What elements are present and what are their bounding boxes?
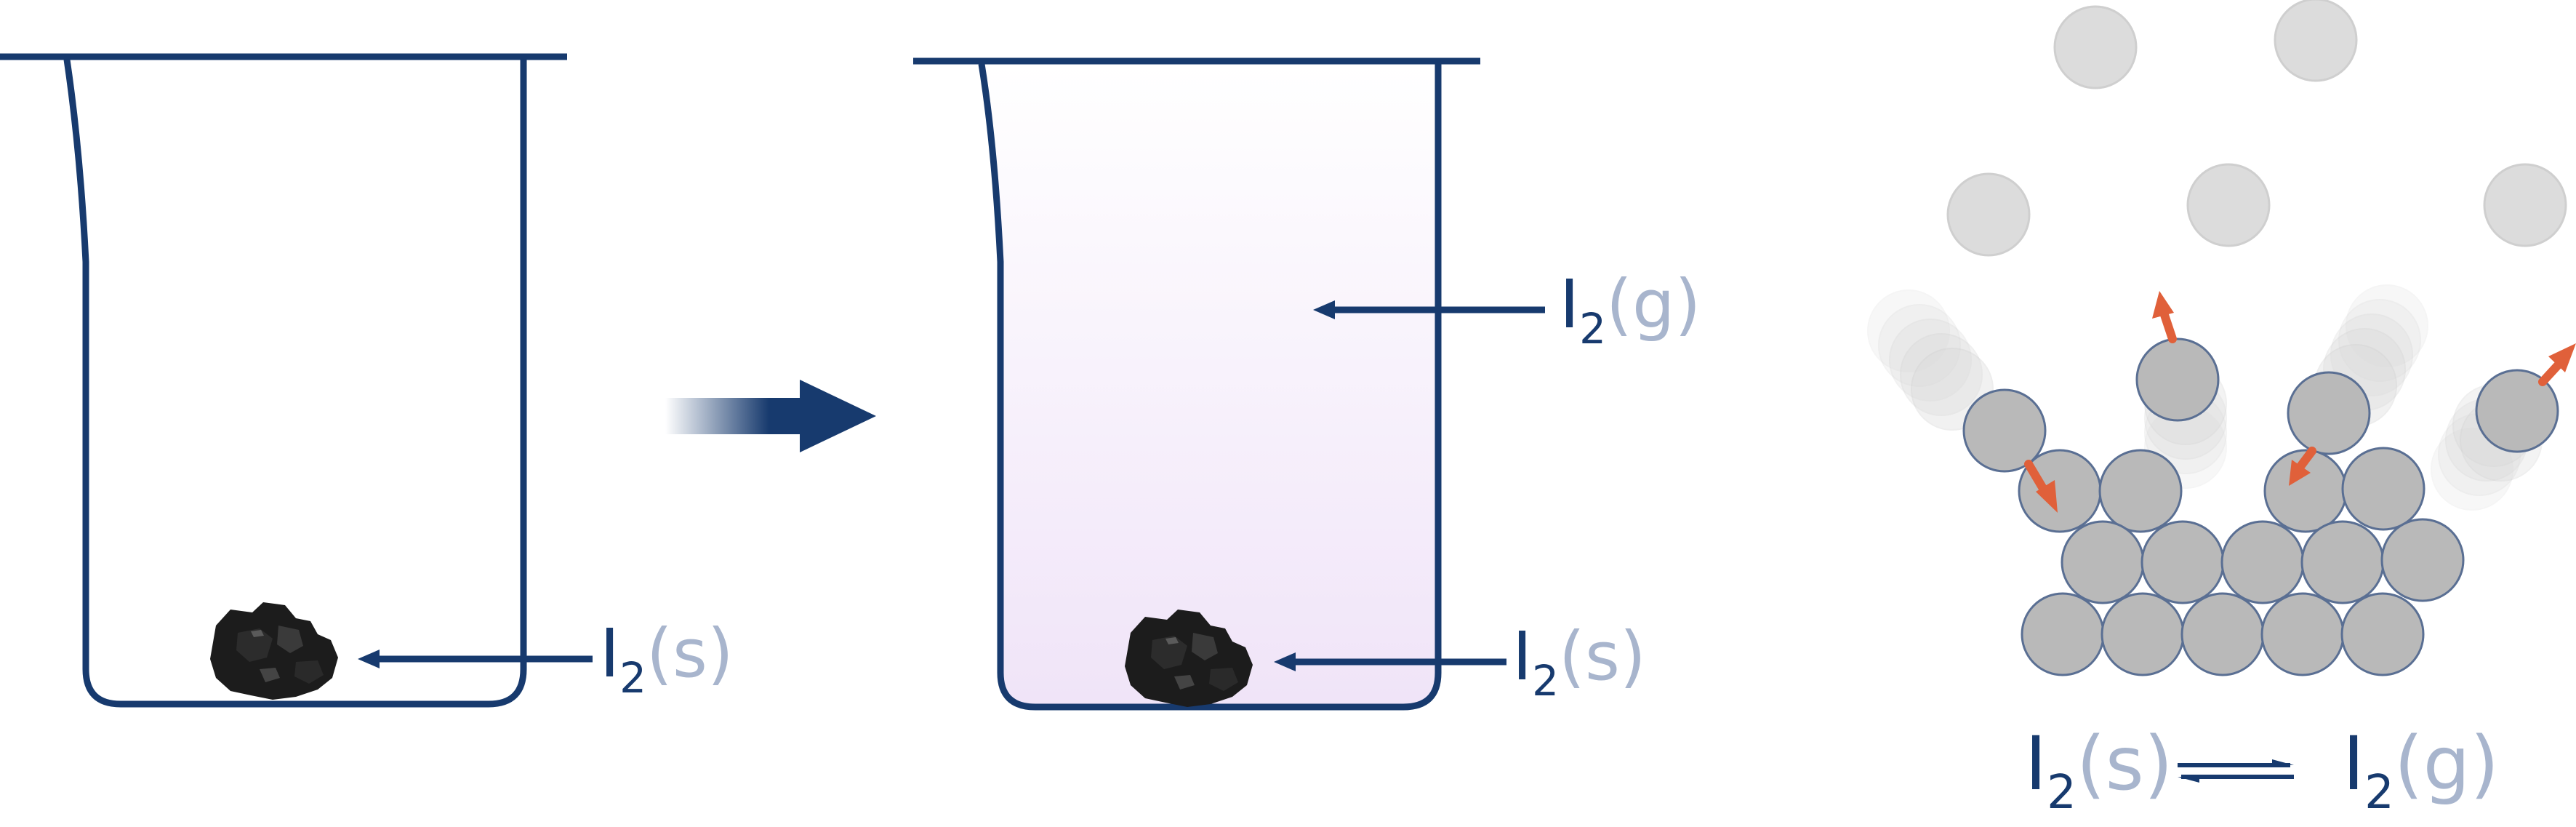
lattice-particle [2220, 520, 2305, 604]
moving-particle [2135, 337, 2220, 422]
vapor-particle [2483, 163, 2567, 247]
solid-label-after: I2(s) [1512, 618, 1646, 706]
pointer-arrow-head [1313, 300, 1335, 319]
lattice-particle [2341, 447, 2425, 531]
moving-particle [2287, 371, 2371, 455]
lattice-particle [2100, 592, 2185, 676]
lattice-particle [2098, 449, 2183, 533]
beaker-body [63, 59, 527, 708]
solid-label-before: I2(s) [600, 615, 734, 703]
motion-arrow-icon [2024, 291, 2576, 513]
equilibrium-left: I2(s) [2025, 721, 2173, 820]
moving-particle [1962, 388, 2047, 473]
vapor-fill [983, 64, 1438, 706]
lattice-particle [2180, 592, 2265, 676]
equilibrium-arrows-icon [2178, 759, 2294, 783]
pointer-arrow-head [358, 650, 380, 668]
lattice-particle [2061, 520, 2145, 604]
lattice-particle [2021, 592, 2105, 676]
vapor-particle [2053, 5, 2138, 89]
lattice-particle [2380, 518, 2465, 602]
pointer-arrow-head [1274, 652, 1296, 671]
moving-particles [1962, 337, 2559, 473]
process-arrow-icon [665, 380, 876, 452]
gas-label-after: I2(g) [1560, 265, 1701, 353]
vapor-particle [2186, 163, 2271, 247]
beaker-before: I2(s) [0, 53, 734, 708]
equilibrium-equation: I2(s) I2(g) [2025, 721, 2499, 820]
iodine-crystals [1125, 610, 1253, 707]
moving-particle [2475, 369, 2559, 453]
vapor-particle [2274, 0, 2358, 82]
solid-lattice [2018, 447, 2465, 676]
iodine-crystals [210, 602, 338, 700]
lattice-particle [2300, 520, 2385, 604]
lattice-particle [2340, 592, 2425, 676]
vapor-particle [1946, 172, 2031, 257]
lattice-particle [2260, 592, 2345, 676]
equilibrium-right: I2(g) [2343, 721, 2499, 820]
vapor-particles [1946, 0, 2567, 257]
beaker-after: I2(g) I2(s) [913, 57, 1701, 711]
lattice-particle [2140, 520, 2225, 604]
particle-model [1867, 0, 2576, 676]
beaker-body [978, 63, 1442, 711]
